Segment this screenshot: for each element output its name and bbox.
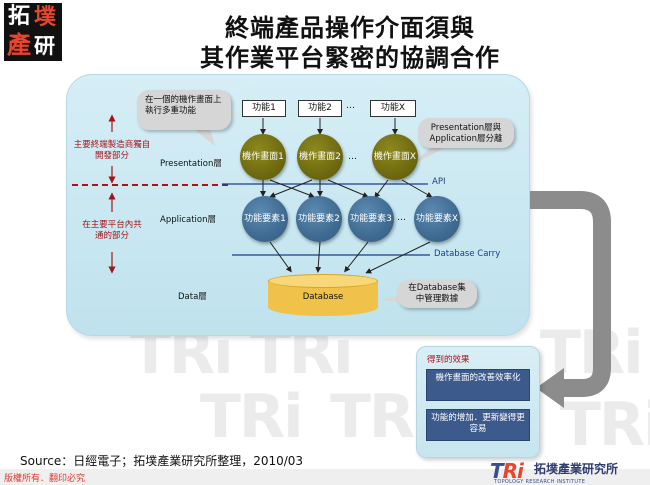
presentation-layer-label: Presentation層 (160, 159, 222, 169)
footer-bar (0, 469, 650, 485)
application-layer-label: Application層 (160, 215, 216, 225)
page-title-line-2: 其作業平台緊密的協調合作 (200, 43, 500, 72)
source-citation: Source：日經電子；拓墣產業研究所整理，2010/03 (20, 454, 304, 468)
watermark-4: TRi (200, 382, 304, 452)
logo-char-4: 研 (34, 33, 55, 58)
tri-logo: TRi (490, 459, 524, 483)
presentation-ellipsis: … (348, 152, 357, 162)
logo-char-3: 產 (7, 30, 31, 59)
result-title: 得到的效果 (427, 355, 470, 365)
api-label: API (432, 177, 446, 187)
result-panel: 得到的效果 機作畫面的改善效率化 功能的增加．更新變得更容易 (416, 346, 540, 458)
application-node-1: 功能要素1 (242, 196, 288, 242)
data-layer-label: Data層 (178, 292, 207, 302)
application-node-2: 功能要素2 (296, 196, 342, 242)
tri-chinese-name: 拓墣產業研究所 (534, 462, 619, 476)
presentation-node-2: 機作畫面2 (297, 134, 343, 180)
function-ellipsis: … (346, 101, 355, 111)
copyright-notice: 版權所有．翻印必究 (4, 474, 86, 484)
page-title-line-1: 終端產品操作介面須與 (225, 13, 475, 42)
vendor-developed-label: 主要終端製造商獨自開發部分 (73, 140, 151, 162)
platform-common-label: 在主要平台內共通的部分 (82, 220, 142, 242)
database-cylinder: Database (268, 272, 378, 316)
big-curved-arrow (530, 191, 611, 408)
result-item-2: 功能的增加．更新變得更容易 (426, 409, 530, 441)
note-bubble-multi-function: 在一個的機作畫面上執行多重功能 (137, 90, 231, 130)
result-item-1: 機作畫面的改善效率化 (426, 369, 530, 401)
database-label: Database (302, 292, 344, 302)
function-box-1: 功能1 (242, 100, 286, 117)
application-node-x: 功能要素X (414, 196, 460, 242)
logo-char-1: 拓 (8, 3, 31, 29)
watermark-6: TRi (560, 390, 650, 460)
note-bubble-data-management: 在Database集中管理數據 (397, 280, 477, 308)
note-bubble-layer-separation: Presentation層與Application層分離 (418, 118, 514, 148)
presentation-node-1: 機作畫面1 (240, 134, 286, 180)
topology-logo: 拓 墣 產 研 (4, 3, 62, 61)
function-box-2: 功能2 (298, 100, 342, 117)
function-box-x: 功能X (370, 100, 416, 117)
presentation-node-x: 機作畫面X (372, 134, 418, 180)
application-ellipsis: … (397, 213, 406, 223)
application-node-3: 功能要素3 (348, 196, 394, 242)
database-carry-label: Database Carry (434, 249, 501, 259)
logo-char-2: 墣 (34, 4, 57, 30)
tri-subtitle: TOPOLOGY RESEARCH INSTITUTE (494, 479, 586, 485)
